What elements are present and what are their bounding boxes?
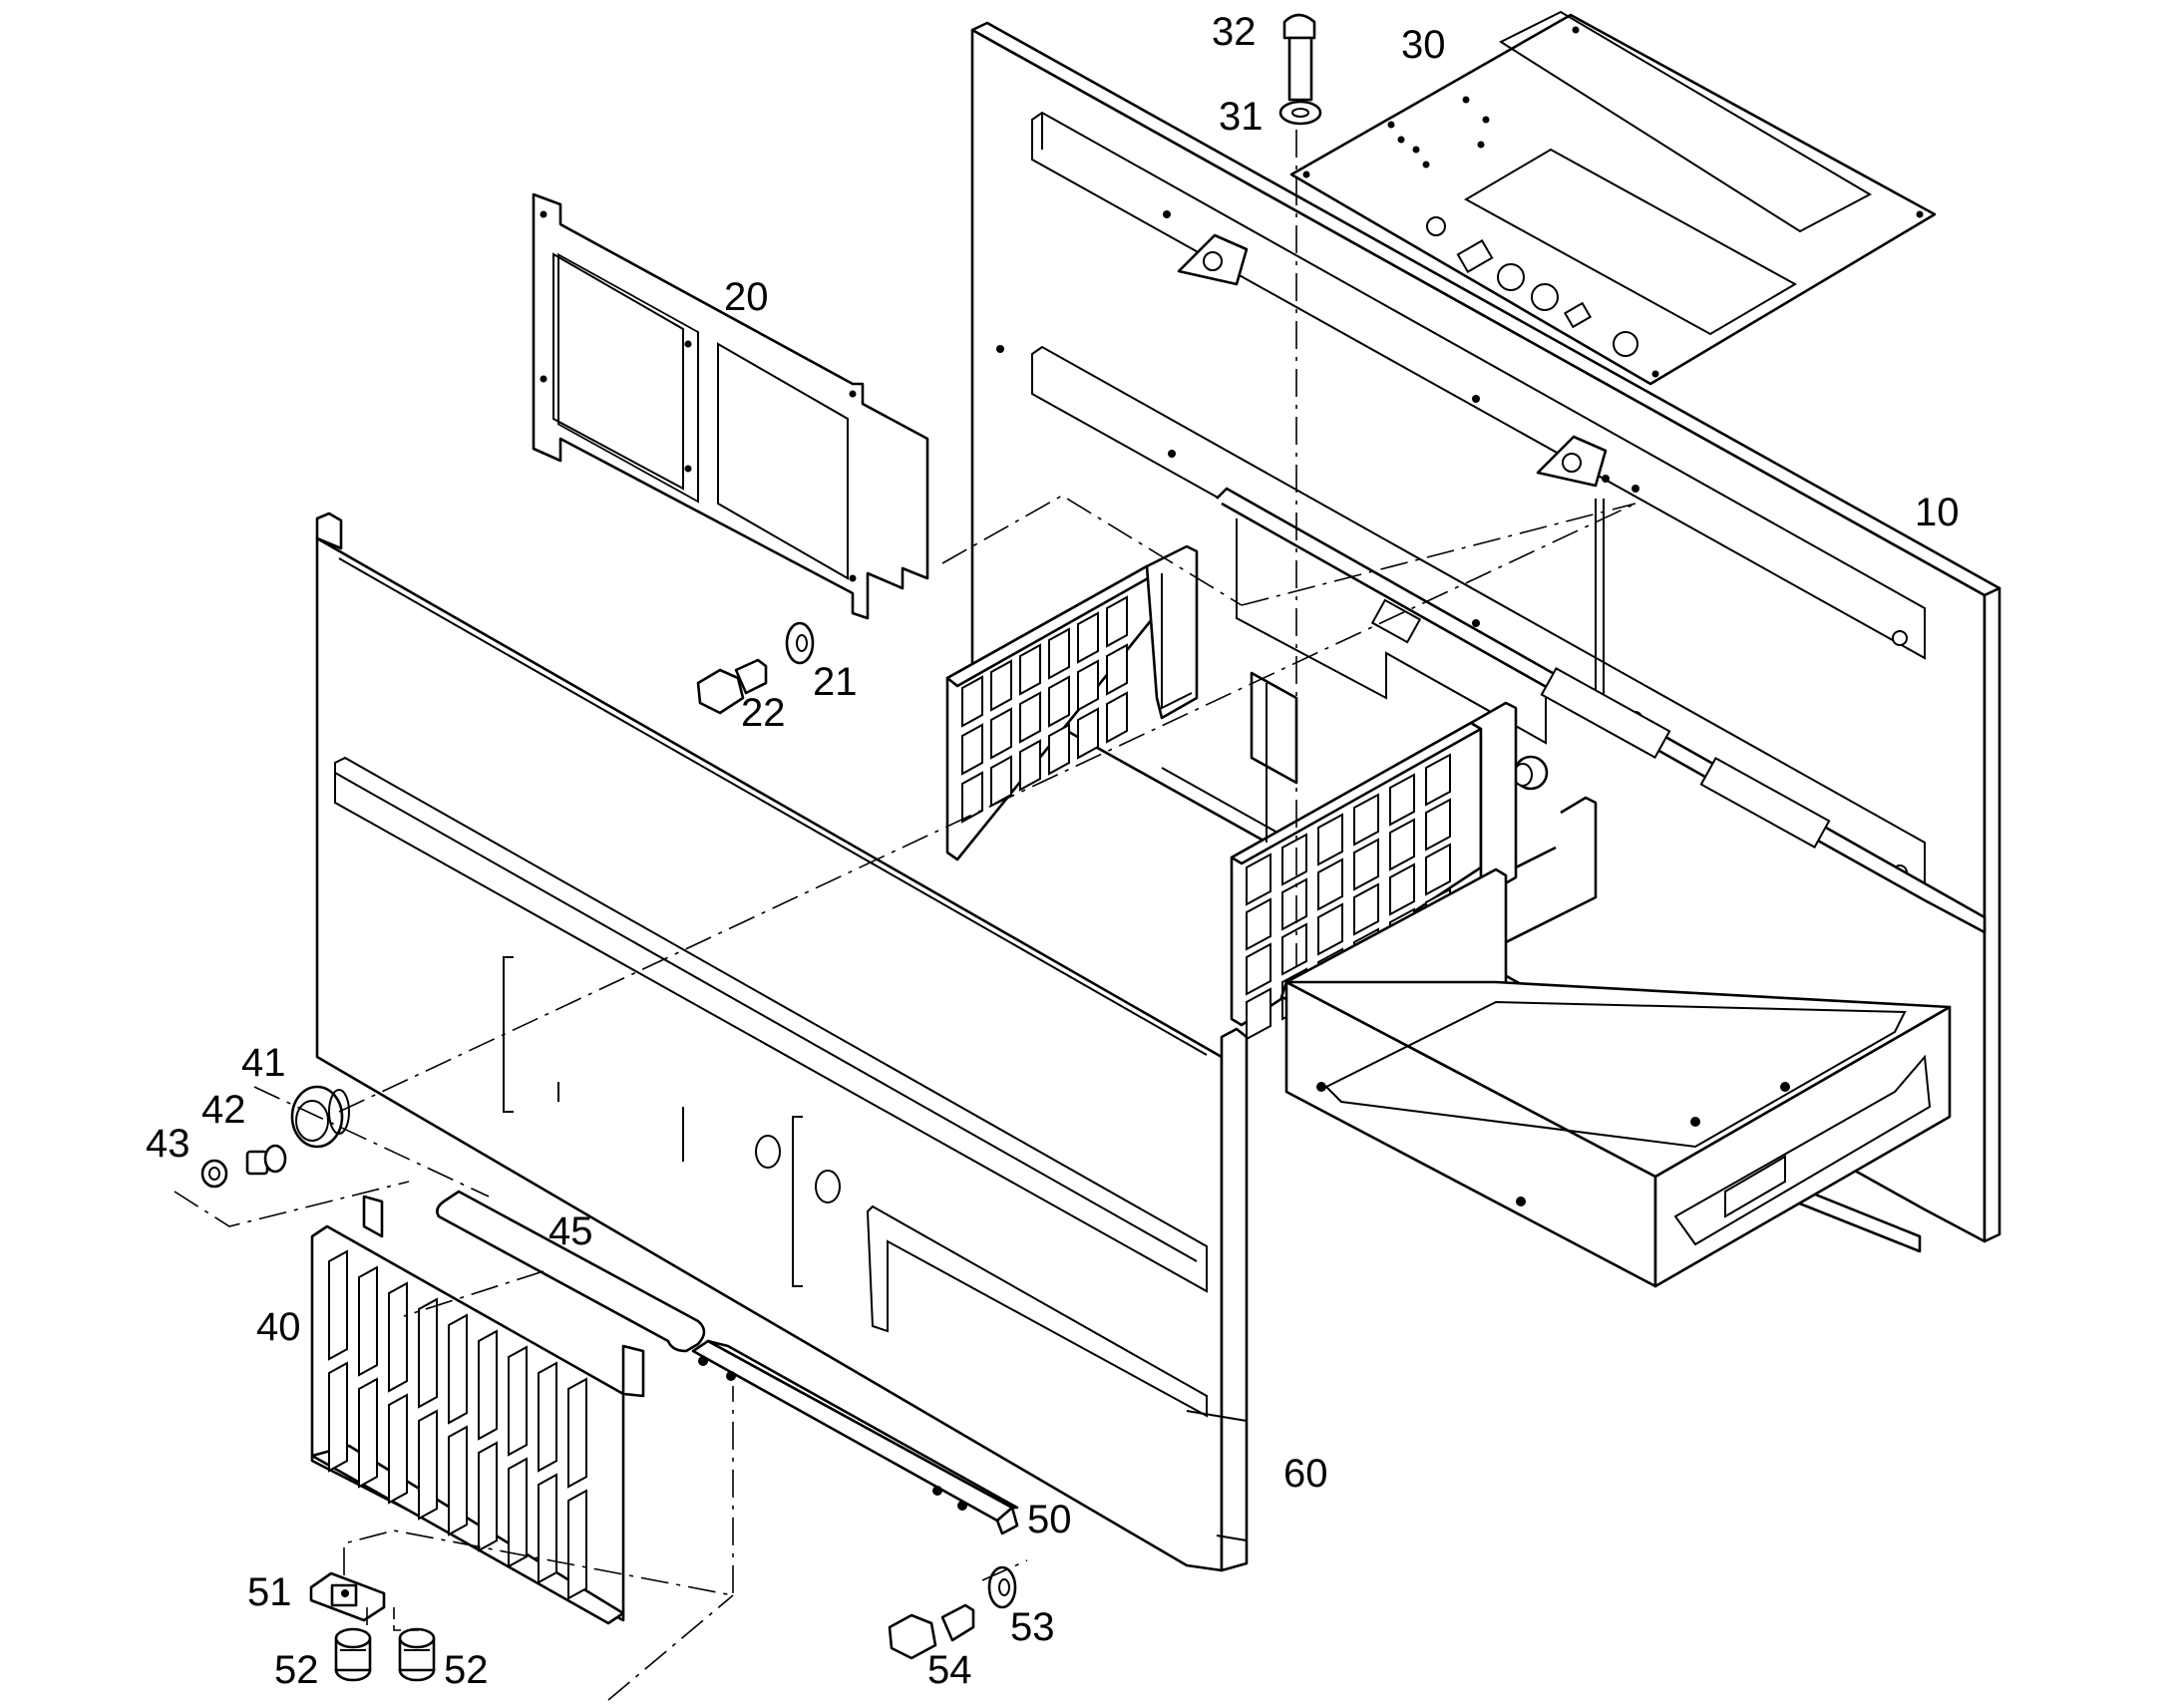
callout-50: 50 [1027, 1498, 1072, 1541]
louver-slot [1281, 922, 1307, 976]
louver-slot [1106, 691, 1128, 744]
louver-slot [1246, 942, 1272, 996]
louver-slot [1077, 707, 1099, 760]
callout-42: 42 [201, 1088, 246, 1132]
louver-slot [567, 1377, 587, 1489]
louver-left-upper [945, 544, 1199, 861]
louver-slot [1317, 857, 1343, 911]
louver-slot [1019, 739, 1041, 792]
part-21-washer [785, 621, 815, 665]
louver-slot [1281, 833, 1307, 886]
assembly-lines [174, 130, 1636, 1701]
louver-slot [1048, 627, 1070, 680]
part-42-plug [245, 1144, 287, 1176]
callout-30: 30 [1401, 23, 1446, 67]
louver-slot [448, 1313, 468, 1425]
louver-slot [1353, 793, 1379, 847]
callout-22: 22 [741, 691, 786, 735]
part-50-bracket-strip [691, 1339, 1019, 1536]
louver-slot [961, 771, 983, 824]
louver-slot [508, 1457, 528, 1568]
louver-slot [1389, 773, 1415, 827]
louver-slot [1048, 675, 1070, 728]
louver-slot [567, 1489, 587, 1600]
callout-20: 20 [724, 275, 769, 319]
louver-slot [1019, 691, 1041, 744]
louver-slot [961, 723, 983, 776]
louver-slot [1106, 643, 1128, 696]
part-32-bolt [1282, 13, 1316, 102]
louver-slot [538, 1361, 557, 1473]
louver-slot [1425, 798, 1451, 852]
louver-slot [1389, 862, 1415, 916]
louver-slot [1425, 753, 1451, 807]
louver-slot [478, 1441, 498, 1552]
louver-slot [388, 1393, 408, 1505]
part-20-bracket [532, 192, 929, 620]
louver-slot [1281, 877, 1307, 931]
callout-21: 21 [813, 660, 858, 704]
callout-31: 31 [1219, 95, 1264, 139]
louver-slot [358, 1265, 378, 1377]
callout-41: 41 [241, 1041, 286, 1085]
louver-slot [1048, 723, 1070, 776]
bottom-tray [1279, 867, 1952, 1288]
callout-54: 54 [927, 1648, 972, 1692]
callout-45: 45 [548, 1209, 593, 1253]
louver-slot [538, 1473, 557, 1584]
louver-slot [1246, 987, 1272, 1041]
callout-40: 40 [256, 1305, 301, 1349]
louver-slot [448, 1425, 468, 1537]
louver-slot [961, 675, 983, 728]
callout-52-left: 52 [274, 1648, 319, 1692]
louver-slot [358, 1377, 378, 1489]
louver-slot [1317, 902, 1343, 956]
louver-slot [1425, 843, 1451, 896]
part-41-grommet [290, 1085, 350, 1149]
louver-slot [1353, 882, 1379, 936]
part-52-screw-right [398, 1627, 436, 1682]
louver-slot [1353, 838, 1379, 891]
louver-slot [328, 1361, 348, 1473]
louver-slot [990, 755, 1012, 808]
callout-60: 60 [1283, 1452, 1328, 1496]
louver-slot [990, 707, 1012, 760]
louver-slot [1389, 818, 1415, 871]
part-31-washer [1278, 100, 1322, 126]
part-45-handle [436, 1190, 706, 1353]
louver-slot [1317, 813, 1343, 866]
louver-slot [1106, 595, 1128, 648]
louver-right-lower [1230, 683, 1518, 1041]
louver-slot [418, 1409, 438, 1521]
callout-51: 51 [247, 1570, 292, 1614]
louver-slot [990, 659, 1012, 712]
louver-slot [1077, 611, 1099, 664]
callout-32: 32 [1212, 10, 1257, 54]
louver-slot [328, 1249, 348, 1361]
callout-10: 10 [1915, 491, 1960, 534]
louver-slot [508, 1345, 528, 1457]
part-40-louver [310, 1195, 645, 1625]
louver-slot [418, 1297, 438, 1409]
callout-43: 43 [146, 1122, 190, 1166]
part-43-nut [200, 1159, 228, 1189]
louver-slot [1246, 897, 1272, 951]
callout-53: 53 [1010, 1605, 1055, 1649]
part-53-washer [987, 1565, 1017, 1609]
louver-slot [1246, 853, 1272, 906]
louver-slot [1077, 659, 1099, 712]
part-54-bolt [888, 1603, 975, 1660]
part-30-top-plate [1289, 10, 1937, 386]
louver-slot [1019, 643, 1041, 696]
part-51-clip [309, 1571, 386, 1622]
louver-slot [388, 1281, 408, 1393]
louver-slot [478, 1329, 498, 1441]
part-22-bolt [696, 658, 768, 715]
part-52-screw-left [334, 1627, 372, 1682]
callout-52-right: 52 [444, 1648, 489, 1692]
internal-frame [1161, 487, 1987, 969]
